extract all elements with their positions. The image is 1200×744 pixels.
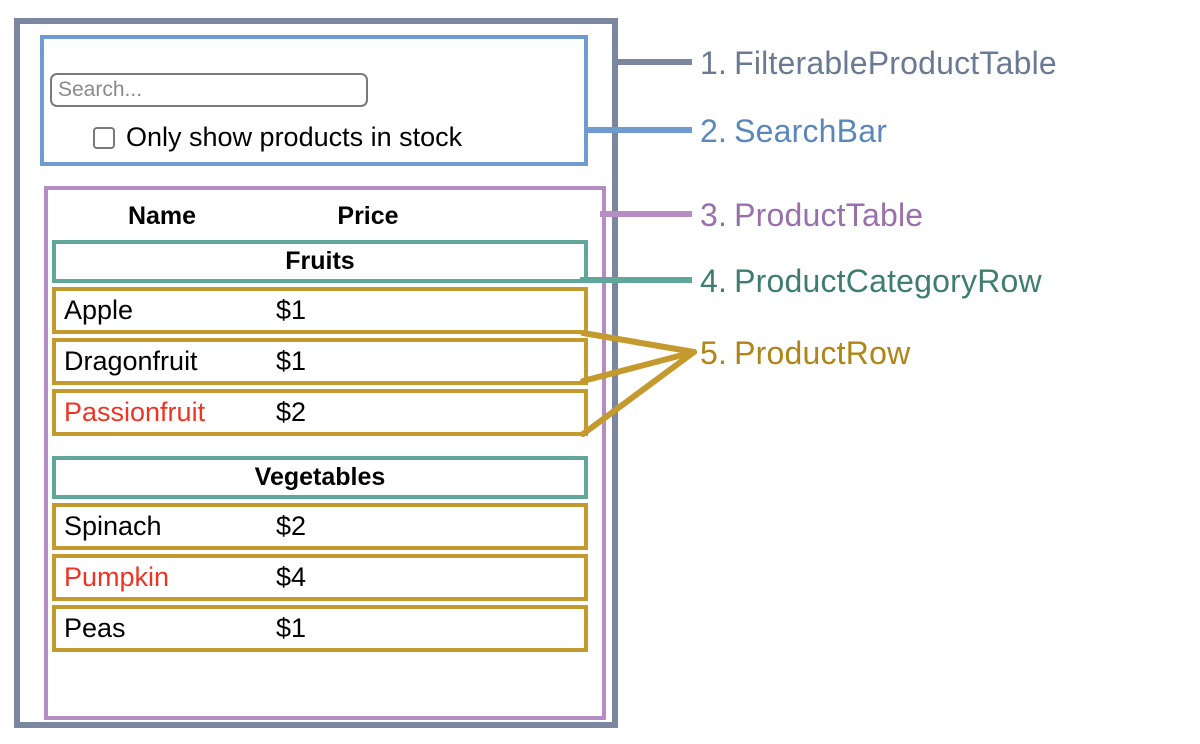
product-category-row-fruits: Fruits: [52, 240, 588, 283]
product-row[interactable]: Dragonfruit $1: [52, 338, 588, 385]
column-header-name: Name: [127, 201, 197, 230]
product-price: $1: [276, 346, 307, 376]
legend-label: SearchBar: [734, 113, 888, 149]
legend-number: 4.: [700, 263, 728, 299]
product-row[interactable]: Passionfruit $2: [52, 389, 588, 436]
product-category-row-vegetables: Vegetables: [52, 456, 588, 499]
legend-number: 1.: [700, 45, 728, 81]
product-name: Apple: [64, 295, 134, 325]
category-label: Vegetables: [254, 463, 386, 491]
product-name: Spinach: [64, 511, 162, 541]
table-header-row: Name Price: [52, 192, 592, 240]
in-stock-checkbox[interactable]: [93, 126, 115, 149]
legend-item-3: 3.ProductTable: [700, 197, 923, 234]
legend-label: ProductTable: [734, 197, 924, 233]
legend-label: ProductRow: [734, 335, 911, 371]
column-header-price: Price: [337, 201, 399, 230]
legend-item-5: 5.ProductRow: [700, 335, 910, 372]
legend-label: ProductCategoryRow: [734, 263, 1042, 299]
product-name: Pumpkin: [64, 562, 170, 592]
legend-label: FilterableProductTable: [734, 45, 1057, 81]
search-input[interactable]: [50, 73, 368, 107]
legend-number: 3.: [700, 197, 728, 233]
product-row[interactable]: Peas $1: [52, 605, 588, 652]
product-name: Dragonfruit: [64, 346, 198, 376]
legend-number: 2.: [700, 113, 728, 149]
legend-item-2: 2.SearchBar: [700, 113, 887, 150]
search-input-wrapper: [50, 73, 368, 107]
product-price: $1: [276, 613, 307, 643]
legend-item-4: 4.ProductCategoryRow: [700, 263, 1042, 300]
legend-number: 5.: [700, 335, 728, 371]
product-row[interactable]: Apple $1: [52, 287, 588, 334]
product-name: Peas: [64, 613, 126, 643]
product-row[interactable]: Pumpkin $4: [52, 554, 588, 601]
in-stock-filter-row[interactable]: Only show products in stock: [93, 124, 462, 151]
product-table-content: Name Price Fruits Apple $1 Dragonfruit $…: [52, 192, 592, 656]
category-label: Fruits: [285, 247, 355, 275]
product-price: $1: [276, 295, 307, 325]
product-row[interactable]: Spinach $2: [52, 503, 588, 550]
product-name: Passionfruit: [64, 397, 206, 427]
product-price: $2: [276, 397, 307, 427]
legend-item-1: 1.FilterableProductTable: [700, 45, 1057, 82]
in-stock-checkbox-label: Only show products in stock: [126, 122, 463, 152]
product-price: $4: [276, 562, 307, 592]
product-price: $2: [276, 511, 307, 541]
